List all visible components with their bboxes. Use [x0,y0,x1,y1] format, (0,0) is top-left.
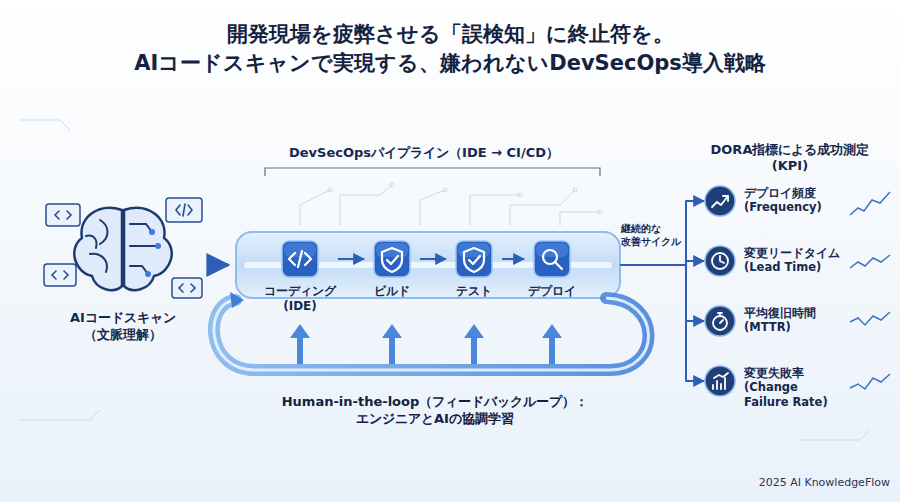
kpi-item: デプロイ頻度 (Frequency) [704,185,854,217]
stage-box: デプロイ [524,240,580,299]
cycle-note: 継続的な 改善サイクル [621,222,683,248]
node-text: デプロイ [524,284,580,299]
feedback-loop [214,298,649,370]
circuit-lines [20,120,870,440]
node-text: 変更リードタイム (Lead Time) [744,246,844,275]
kpi-item: 平均復旧時間 (MTTR) [704,305,854,337]
node-text: AIコードスキャン （文脈理解） [48,310,198,344]
kpi-icon [704,185,736,217]
connector [620,265,704,321]
loop-arrowhead [230,292,244,308]
connector [502,258,524,260]
node-text: 変更失敗率 (Change Failure Rate) [744,366,844,409]
loop-caption: Human-in-the-loop（フィードバックループ）： エンジニアとAIの… [250,394,620,428]
node-text: ビルド [364,284,420,299]
stage-icon [533,240,571,278]
feedback-loop-core [214,298,649,370]
kpi-item: 変更失敗率 (Change Failure Rate) [704,365,854,409]
bracket [265,168,600,176]
stage-icon [373,240,411,278]
node-text: デプロイ頻度 (Frequency) [744,186,844,215]
stage-icon [455,240,493,278]
connector [208,263,228,267]
stage-box: テスト [446,240,502,299]
connector [338,258,364,260]
feedback-arrows [290,324,562,364]
node-text: テスト [446,284,502,299]
ai-brain-icon [38,190,208,310]
stage-box: ビルド [364,240,420,299]
kpi-icon [704,365,736,397]
node-text: DevSecOpsパイプライン（IDE → CI/CD） [228,144,620,162]
stage-icon [281,240,319,278]
node-text: コーディング (IDE) [262,284,338,314]
kpi-icon [704,305,736,337]
connector [420,258,446,260]
sparklines [850,192,890,389]
node-text: 平均復旧時間 (MTTR) [744,306,844,335]
connector [620,265,704,381]
ai-scan-node: AIコードスキャン （文脈理解） [38,190,208,365]
connector [620,201,704,265]
kpi-group: DORA指標による成功測定 (KPI) デプロイ頻度 (Frequency) 変更リ… [690,140,895,415]
node-text: DORA指標による成功測定 (KPI) [700,142,880,175]
credit-note: 2025 AI KnowledgeFlow [740,476,890,490]
kpi-icon [704,245,736,277]
title-text: 開発現場を疲弊させる「誤検知」に終止符を。 AIコードスキャンで実現する、嫌われ… [130,20,770,79]
stage-box: コーディング (IDE) [262,240,338,314]
kpi-item: 変更リードタイム (Lead Time) [704,245,854,277]
pipeline-band: DevSecOpsパイプライン（IDE → CI/CD） コーディング (IDE)… [228,140,620,325]
